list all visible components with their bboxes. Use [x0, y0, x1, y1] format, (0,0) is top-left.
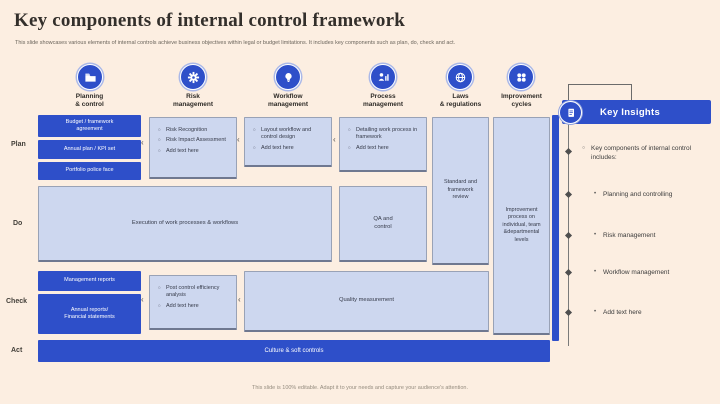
people-chart-icon: [370, 64, 396, 90]
risk-management-panel: Risk Recognition Risk Impact Assessment …: [149, 117, 237, 179]
key-insight-item: Add text here: [594, 308, 718, 317]
column-header-planning-control: Planning & control: [75, 93, 104, 109]
column-header-process-management: Process management: [362, 93, 404, 109]
key-insights-banner: Key Insights: [562, 100, 711, 124]
diamond-marker-icon: [564, 190, 573, 199]
gear-icon: [180, 64, 206, 90]
quality-measurement-panel: Quality measurement: [244, 271, 489, 332]
plan-box-budget-framework: Budget / framework agreement: [38, 115, 141, 137]
bulb-icon: [275, 64, 301, 90]
diagram-right-bar: [552, 115, 559, 341]
row-label-act: Act: [11, 347, 23, 354]
slide-footer-note: This slide is 100% editable. Adapt it to…: [252, 385, 468, 391]
qa-control-panel: QA and control: [339, 186, 427, 262]
globe-icon: [447, 64, 473, 90]
slide-subtitle: This slide showcases various elements of…: [15, 40, 456, 46]
risk-item: Add text here: [158, 148, 233, 155]
key-insight-item: Workflow management: [594, 268, 718, 277]
diamond-marker-icon: [564, 231, 573, 240]
key-insights-title: Key Insights: [600, 106, 661, 118]
arrow-left-icon: [238, 296, 241, 304]
folder-icon: [77, 64, 103, 90]
check-box-annual-reports: Annual reports/ Financial statements: [38, 294, 141, 334]
post-control-panel: Post control efficiency analysis Add tex…: [149, 275, 237, 330]
arrow-left-icon: [141, 139, 144, 147]
process-management-panel: Detailing work process in framework Add …: [339, 117, 427, 172]
key-insight-item: Risk management: [594, 231, 718, 240]
workflow-management-panel: Layout workflow and control design Add t…: [244, 117, 332, 167]
document-icon: [559, 101, 582, 124]
row-label-plan: Plan: [11, 141, 26, 148]
row-label-check: Check: [6, 298, 28, 305]
laws-standard-review-panel: Standard and framework review: [432, 117, 489, 265]
column-header-laws-regulations: Laws & regulations: [439, 93, 482, 109]
row-label-do: Do: [13, 220, 23, 227]
post-control-item: Post control efficiency analysis: [158, 285, 233, 300]
plan-box-portfolio: Portfolio police face: [38, 162, 141, 180]
arrow-left-icon: [237, 136, 240, 144]
diamond-marker-icon: [564, 308, 573, 317]
key-insight-item: Key components of internal control inclu…: [582, 144, 713, 162]
page-title: Key components of internal control frame…: [14, 10, 406, 31]
column-header-risk-management: Risk management: [172, 93, 214, 109]
arrow-left-icon: [141, 296, 144, 304]
key-insight-item: Planning and controlling: [594, 190, 718, 199]
diamond-marker-icon: [564, 268, 573, 277]
check-box-management-reports: Management reports: [38, 271, 141, 291]
column-header-improvement-cycles: Improvement cycles: [501, 93, 542, 109]
workflow-item: Add text here: [253, 145, 328, 152]
column-header-workflow-management: Workflow management: [267, 93, 309, 109]
risk-item: Risk Impact Assessment: [158, 137, 233, 144]
key-insights-connector: [568, 84, 632, 102]
workflow-item: Layout workflow and control design: [253, 127, 328, 142]
improvement-process-panel: Improvement process on individual, team …: [493, 117, 550, 335]
arrow-left-icon: [333, 136, 336, 144]
process-item: Add text here: [348, 145, 423, 152]
execution-panel: Execution of work processes & workflows: [38, 186, 332, 262]
diamond-marker-icon: [564, 147, 573, 156]
risk-item: Risk Recognition: [158, 127, 233, 134]
cycle-icon: [508, 64, 534, 90]
act-bar-culture-soft-controls: Culture & soft controls: [38, 340, 550, 362]
plan-box-annual-plan-kpi: Annual plan / KPI set: [38, 140, 141, 159]
process-item: Detailing work process in framework: [348, 127, 423, 142]
post-control-item: Add text here: [158, 303, 233, 310]
